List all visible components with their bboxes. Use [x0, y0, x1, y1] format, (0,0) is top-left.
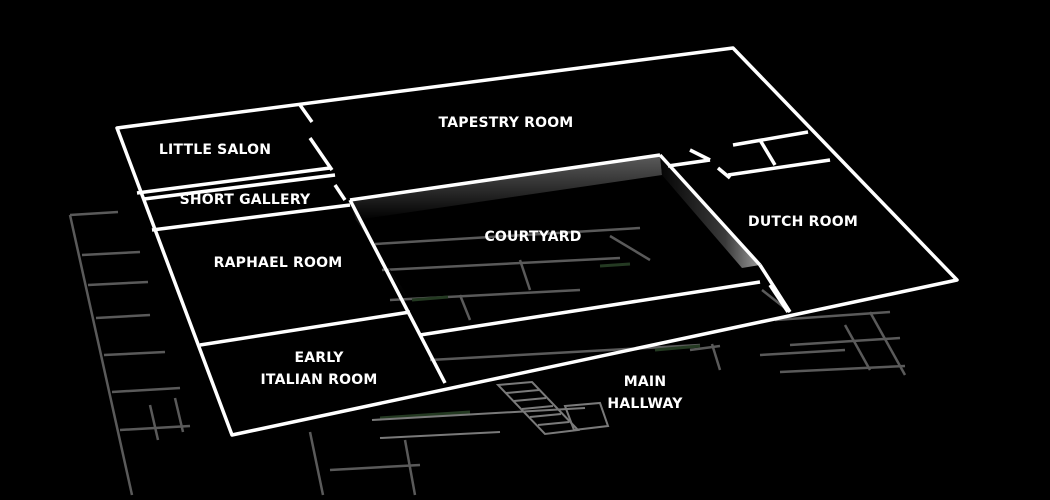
upper-floor-plan: [115, 46, 959, 437]
label-little-salon: LITTLE SALON: [159, 142, 271, 158]
outer-wall: [115, 46, 959, 437]
label-raphael-room: RAPHAEL ROOM: [214, 255, 343, 271]
label-tapestry-room: TAPESTRY ROOM: [439, 115, 574, 131]
lower-floor-plan: [68, 210, 907, 496]
lower-floor-accents: [379, 262, 701, 420]
room-labels: LITTLE SALON TAPESTRY ROOM SHORT GALLERY…: [159, 115, 858, 412]
label-early-italian-line1: EARLY: [294, 350, 344, 366]
label-short-gallery: SHORT GALLERY: [180, 192, 311, 208]
wall-salon-gallery: [136, 166, 331, 195]
staircase: [371, 380, 610, 439]
label-main-hallway-line1: MAIN: [624, 374, 667, 390]
label-main-hallway-line2: HALLWAY: [607, 396, 683, 412]
label-dutch-room: DUTCH ROOM: [748, 214, 858, 230]
courtyard-well: [350, 155, 760, 296]
label-courtyard: COURTYARD: [484, 229, 581, 245]
wall-raphael-early-italian: [199, 310, 411, 347]
label-early-italian-line2: ITALIAN ROOM: [261, 372, 378, 388]
